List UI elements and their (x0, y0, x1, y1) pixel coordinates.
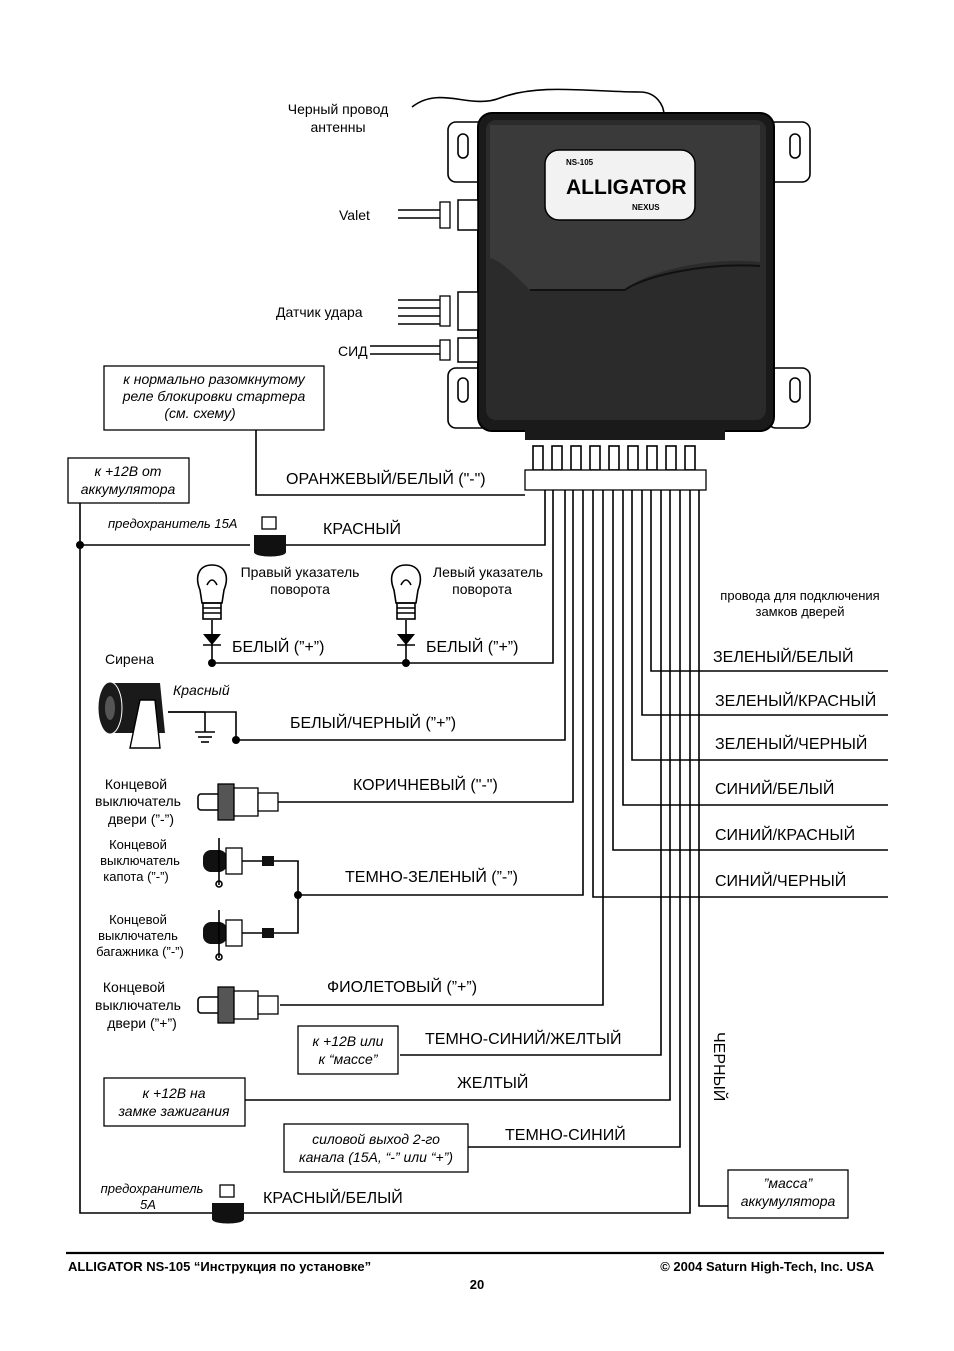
fuse5-label-2: 5А (140, 1197, 156, 1212)
hood-label-1: Концевой (109, 837, 167, 852)
door-plus-label-3: двери (”+”) (107, 1015, 177, 1031)
starter-note-1: к нормально разомкнутому (123, 371, 306, 387)
wire-green-white: ЗЕЛЕНЫЙ/БЕЛЫЙ (713, 647, 854, 666)
door-plus-label-2: выключатель (95, 997, 181, 1013)
starter-note-2: реле блокировки стартера (122, 388, 306, 404)
door-minus-label-3: двери (”-”) (108, 811, 174, 827)
fuse5-label-1: предохранитель (101, 1181, 204, 1196)
door-switch-plus-icon (197, 986, 279, 1024)
right-turn-label-2: поворота (270, 581, 330, 597)
trunk-switch-icon (203, 910, 274, 961)
battery-note-1: к +12В от (95, 463, 162, 479)
left-turn-lamp (390, 564, 422, 646)
wire-white-right: БЕЛЫЙ (”+”) (232, 637, 324, 656)
brand-sub: NEXUS (632, 203, 660, 212)
wire-brown: КОРИЧНЕВЫЙ ("-") (353, 775, 498, 794)
locks-note-2: замков дверей (755, 604, 844, 619)
door-plus-label-1: Концевой (103, 979, 165, 995)
left-turn-label-2: поворота (452, 581, 512, 597)
footer-copyright: © 2004 Saturn High-Tech, Inc. USA (660, 1259, 874, 1274)
wire-labels: ОРАНЖЕВЫЙ/БЕЛЫЙ ("-") КРАСНЫЙ БЕЛЫЙ (”+”… (232, 469, 876, 1207)
ground-note-1: ”масса” (764, 1175, 814, 1191)
wire-blue-black: СИНИЙ/ЧЕРНЫЙ (715, 871, 846, 890)
wire-orange-white: ОРАНЖЕВЫЙ/БЕЛЫЙ ("-") (286, 469, 486, 488)
hood-label-2: выключатель (100, 853, 180, 868)
fuse-5a (212, 1184, 244, 1224)
footer-title: ALLIGATOR NS-105 “Инструкция по установк… (68, 1259, 371, 1274)
siren-icon (97, 681, 215, 749)
plus-or-mass-box (297, 1025, 399, 1075)
brand-label-plate (544, 149, 696, 221)
ignition-note-1: к +12В на (143, 1085, 206, 1101)
wire-violet: ФИОЛЕТОВЫЙ (”+”) (327, 977, 477, 996)
wire-red-white: КРАСНЫЙ/БЕЛЫЙ (263, 1188, 403, 1207)
wire-blue-white: СИНИЙ/БЕЛЫЙ (715, 779, 834, 798)
led-label: СИД (338, 343, 368, 359)
channel2-box (283, 1123, 469, 1173)
ignition-note-2: замке зажигания (117, 1103, 230, 1119)
siren-label: Сирена (105, 651, 154, 667)
ignition-box (103, 1077, 246, 1127)
battery-ground-box (727, 1169, 849, 1219)
antenna-wire (411, 88, 665, 119)
wire-black: ЧЕРНЫЙ (710, 1032, 729, 1101)
ground-note-2: аккумулятора (741, 1193, 836, 1209)
fuse-15a (254, 516, 286, 557)
wire-dark-blue-yellow: ТЕМНО-СИНИЙ/ЖЕЛТЫЙ (425, 1029, 622, 1048)
side-connectors (370, 199, 479, 363)
ch2-note-2: канала (15А, “-” или “+”) (299, 1149, 453, 1165)
shock-sensor-label: Датчик удара (276, 304, 363, 320)
right-turn-label-1: Правый указатель (241, 564, 360, 580)
wire-white-left: БЕЛЫЙ (”+”) (426, 637, 518, 656)
main-harness-connector (524, 445, 707, 491)
door-switch-minus-icon (197, 783, 279, 821)
starter-relay-box (103, 365, 325, 431)
wire-dark-green: ТЕМНО-ЗЕЛЕНЫЙ (”-”) (345, 867, 518, 886)
connector-labels: Черный провод антенны Valet Датчик удара… (276, 101, 388, 359)
harness-wires (79, 430, 888, 1214)
device-labels: Правый указатель поворота Левый указател… (95, 564, 543, 1031)
wire-yellow: ЖЕЛТЫЙ (457, 1073, 528, 1092)
door-minus-label-2: выключатель (95, 793, 181, 809)
trunk-label-3: багажника (”-”) (96, 944, 184, 959)
ch2-note-1: силовой выход 2-го (312, 1131, 440, 1147)
wire-dark-blue: ТЕМНО-СИНИЙ (505, 1125, 626, 1144)
battery-box (67, 457, 190, 504)
hood-switch-icon (203, 838, 299, 934)
model-code: NS-105 (566, 158, 594, 167)
wire-blue-red: СИНИЙ/КРАСНЫЙ (715, 825, 855, 844)
alarm-control-unit: NS-105 ALLIGATOR NEXUS (411, 88, 811, 440)
hood-label-3: капота (”-”) (103, 869, 168, 884)
antenna-label-1: Черный провод (288, 101, 389, 117)
siren-red-label: Красный (173, 682, 230, 698)
wire-red: КРАСНЫЙ (323, 519, 401, 538)
wire-green-red: ЗЕЛЕНЫЙ/КРАСНЫЙ (715, 691, 876, 710)
junction-dots (76, 541, 410, 899)
plus-mass-note-2: к “массе” (319, 1051, 379, 1067)
page-number: 20 (470, 1277, 484, 1292)
fuse15-label: предохранитель 15А (108, 516, 237, 531)
battery-note-2: аккумулятора (81, 481, 176, 497)
note-labels: к нормально разомкнутому реле блокировки… (81, 371, 880, 1212)
left-turn-label-1: Левый указатель (433, 564, 543, 580)
antenna-label-2: антенны (310, 119, 365, 135)
right-turn-lamp (196, 564, 228, 646)
wire-green-black: ЗЕЛЕНЫЙ/ЧЕРНЫЙ (715, 734, 867, 753)
brand-logo: ALLIGATOR (566, 176, 687, 199)
trunk-label-1: Концевой (109, 912, 167, 927)
trunk-label-2: выключатель (98, 928, 178, 943)
door-minus-label-1: Концевой (105, 776, 167, 792)
valet-label: Valet (339, 207, 370, 223)
plus-mass-note-1: к +12В или (313, 1033, 384, 1049)
starter-note-3: (см. схему) (164, 405, 235, 421)
wire-white-black: БЕЛЫЙ/ЧЕРНЫЙ (”+”) (290, 713, 456, 732)
locks-note-1: провода для подключения (720, 588, 879, 603)
